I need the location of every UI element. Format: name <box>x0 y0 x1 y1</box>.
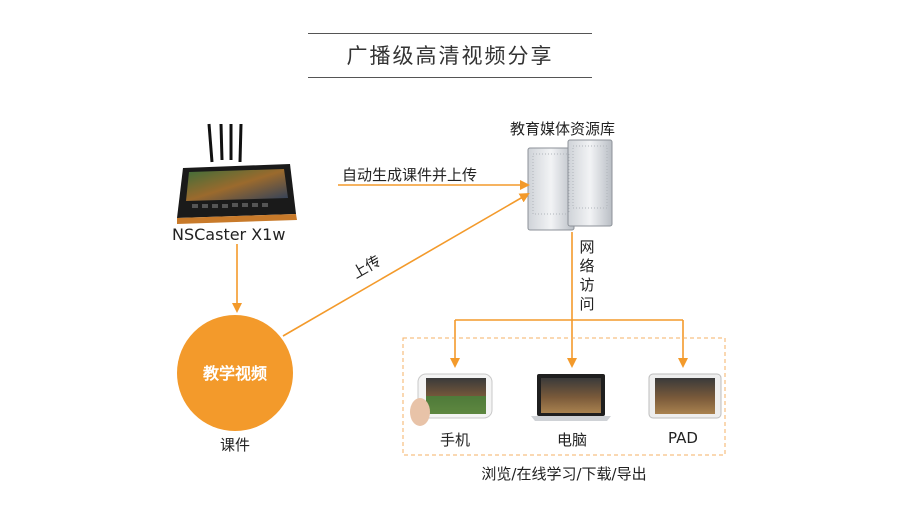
nscaster-device-image <box>177 123 297 224</box>
title-rule-bottom <box>308 77 592 78</box>
teaching-video-caption: 课件 <box>220 436 251 454</box>
title-rule-top <box>308 33 592 34</box>
phone-image <box>410 373 493 426</box>
nscaster-label: NSCaster X1w <box>172 225 286 244</box>
teaching-video-label: 教学视频 <box>203 364 267 383</box>
pad-image <box>648 373 722 419</box>
server-label: 教育媒体资源库 <box>510 120 616 138</box>
devices-group-caption: 浏览/在线学习/下载/导出 <box>481 465 647 483</box>
page-title: 广播级高清视频分享 <box>346 44 554 68</box>
arrow-upload <box>282 192 530 337</box>
computer-label: 电脑 <box>556 431 587 449</box>
teaching-video-node: 教学视频 <box>177 315 293 431</box>
auto-upload-label: 自动生成课件并上传 <box>342 166 478 184</box>
network-access-label: 网络访问 <box>579 238 595 313</box>
phone-label: 手机 <box>439 431 470 449</box>
devices-group-border <box>402 337 726 456</box>
server-image <box>527 139 613 231</box>
computer-image <box>531 374 611 421</box>
pad-label: PAD <box>668 429 698 447</box>
